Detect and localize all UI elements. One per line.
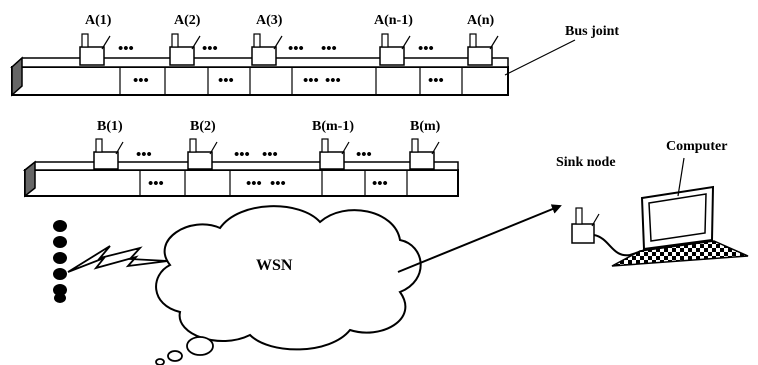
sensor-label-b2: B(2) (190, 119, 216, 134)
sensor-label-a-n: A(n) (467, 13, 495, 28)
ellipsis: ••• (234, 147, 250, 163)
sensor-node-a1 (79, 33, 111, 66)
sink-node-label: Sink node (556, 155, 616, 170)
ellipsis: ••• (356, 147, 372, 163)
sensor-node-b1 (93, 138, 124, 170)
ellipsis: ••• (321, 41, 337, 57)
ellipsis: ••• (246, 176, 262, 192)
ellipsis: ••• (288, 41, 304, 57)
computer-label: Computer (666, 139, 727, 154)
bus-a-end-cap (11, 56, 23, 97)
sensor-label-b-m: B(m) (410, 119, 441, 134)
sensor-label-b1: B(1) (97, 119, 123, 134)
wsn-cloud (155, 205, 422, 351)
sink-node-device (571, 207, 600, 244)
sensor-label-a3: A(3) (256, 13, 283, 28)
sensor-label-a-n-1: A(n-1) (374, 13, 413, 28)
bus-joint-label: Bus joint (565, 24, 619, 39)
computer-pointer (677, 157, 685, 197)
sensor-node-a2 (169, 33, 201, 66)
bus-a-segment-dividers (119, 67, 463, 95)
sink-to-computer-cable (593, 234, 649, 257)
ellipsis: ••• (133, 73, 149, 89)
sensor-label-a2: A(2) (174, 13, 201, 28)
bus-b-body (24, 169, 459, 197)
wireless-signal-icon (67, 245, 169, 273)
bus-joint-pointer (504, 39, 576, 76)
bus-b: ••• ••• ••• ••• ••• ••• ••• ••• (22, 147, 459, 198)
ellipsis: ••• (270, 176, 286, 192)
ellipsis: ••• (148, 176, 164, 192)
ellipsis: ••• (218, 73, 234, 89)
sensor-node-a-n-1 (379, 33, 411, 66)
sensor-node-b-m-1 (319, 138, 350, 170)
sensor-node-a-n (467, 33, 499, 66)
ellipsis: ••• (136, 147, 152, 163)
bus-b-end-cap (24, 160, 36, 198)
ellipsis: ••• (372, 176, 388, 192)
sensor-label-a1: A(1) (85, 13, 112, 28)
sensor-label-b-m-1: B(m-1) (312, 119, 354, 134)
ellipsis: ••• (418, 41, 434, 57)
bus-b-segment-dividers (139, 170, 408, 196)
data-flow-arrow (397, 204, 562, 273)
ellipsis: ••• (303, 73, 319, 89)
sensor-node-b-m (409, 138, 440, 170)
bus-b-top (22, 161, 459, 171)
ellipsis: ••• (202, 41, 218, 57)
ellipsis: ••• (428, 73, 444, 89)
wsn-label: WSN (256, 257, 293, 274)
sensor-node-a3 (251, 33, 283, 66)
sensor-node-b2 (187, 138, 218, 170)
vertical-ellipsis (53, 220, 67, 303)
cloud-bubbles (155, 336, 214, 365)
ellipsis: ••• (325, 73, 341, 89)
computer-laptop-icon (611, 185, 749, 267)
ellipsis: ••• (118, 41, 134, 57)
ellipsis: ••• (262, 147, 278, 163)
